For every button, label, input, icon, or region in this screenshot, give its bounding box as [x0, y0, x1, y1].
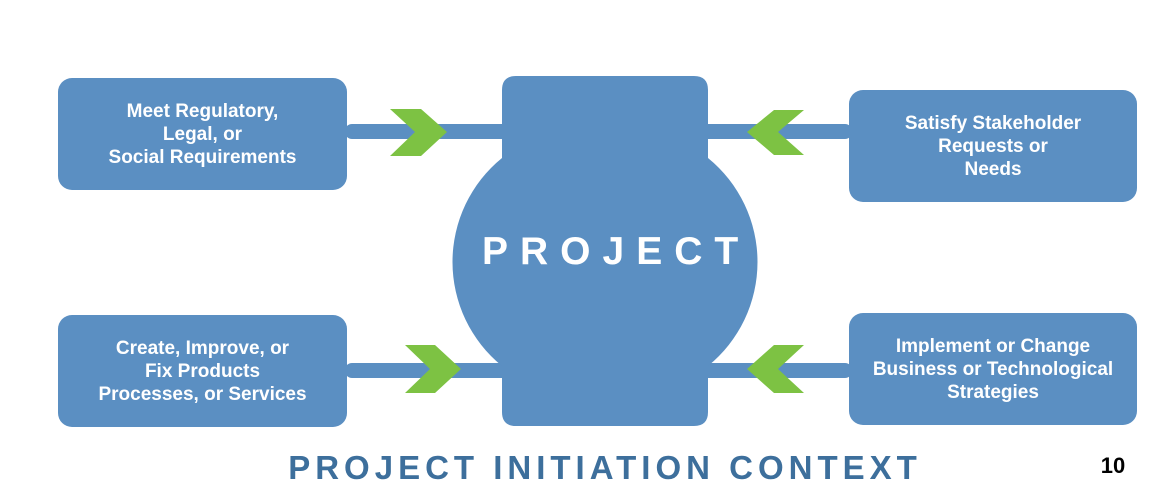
box-line: Fix Products [144, 360, 261, 382]
box-line: Requests or [938, 135, 1048, 157]
box-line: Processes, or Services [98, 383, 307, 405]
input-box-regulatory: Meet Regulatory, Legal, or Social Requir… [58, 78, 347, 190]
chevron-right-icon [405, 345, 461, 393]
input-box-strategies: Implement or Change Business or Technolo… [849, 313, 1137, 425]
chevron-right-icon [390, 109, 447, 156]
chevron-left-icon [747, 110, 804, 155]
project-hub-label: PROJECT [482, 230, 751, 273]
box-line: Strategies [947, 381, 1039, 403]
project-hub-shape [452, 76, 758, 426]
page-number: 10 [1100, 453, 1126, 478]
slide-title: PROJECT INITIATION CONTEXT [288, 449, 922, 486]
box-line: Needs [964, 158, 1022, 180]
chevron-left-icon [747, 345, 804, 393]
box-line: Meet Regulatory, [126, 100, 279, 122]
input-box-stakeholder: Satisfy Stakeholder Requests or Needs [849, 90, 1137, 202]
box-line: Business or Technological [872, 358, 1114, 380]
box-line: Create, Improve, or [115, 337, 290, 359]
box-line: Implement or Change [895, 335, 1091, 357]
box-line: Satisfy Stakeholder [904, 112, 1082, 134]
connector-bottom-left [345, 363, 510, 378]
box-line: Legal, or [162, 123, 243, 145]
box-line: Social Requirements [108, 146, 297, 168]
input-box-products: Create, Improve, or Fix Products Process… [58, 315, 347, 427]
